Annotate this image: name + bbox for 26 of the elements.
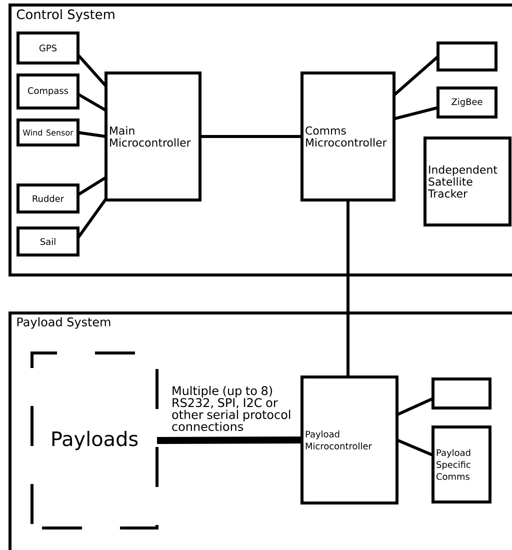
controller-box: Payload Microcontroller <box>300 376 398 504</box>
connector-line <box>76 198 108 239</box>
component-box: Compass <box>16 74 80 110</box>
controller-box: Independent Satellite Tracker <box>424 136 512 226</box>
component-box: Sail <box>16 226 80 256</box>
empty-box <box>432 378 492 410</box>
connector-line <box>156 436 302 444</box>
component-box: Rudder <box>16 184 80 214</box>
controller-box: Main Microcontroller <box>104 72 202 202</box>
component-box: ZigBee <box>436 86 498 118</box>
connector-line <box>77 92 107 112</box>
connector-line <box>393 55 439 96</box>
dashed-box: Payloads <box>30 352 158 530</box>
connector-line <box>78 131 106 138</box>
connector-line <box>200 135 302 138</box>
component-box: GPS <box>16 32 80 64</box>
connector-line <box>77 176 107 196</box>
connector-line <box>76 54 108 88</box>
connector-line <box>396 397 434 416</box>
empty-box <box>436 42 498 72</box>
controller-box: Comms Microcontroller <box>300 72 396 202</box>
connector-line <box>396 438 434 457</box>
edge-label: Multiple (up to 8) RS232, SPI, I2C or other serial protocol connections <box>172 386 290 432</box>
connector-line <box>346 200 350 377</box>
component-box: Payload Specific Comms <box>432 426 492 504</box>
connector-line <box>394 106 438 120</box>
